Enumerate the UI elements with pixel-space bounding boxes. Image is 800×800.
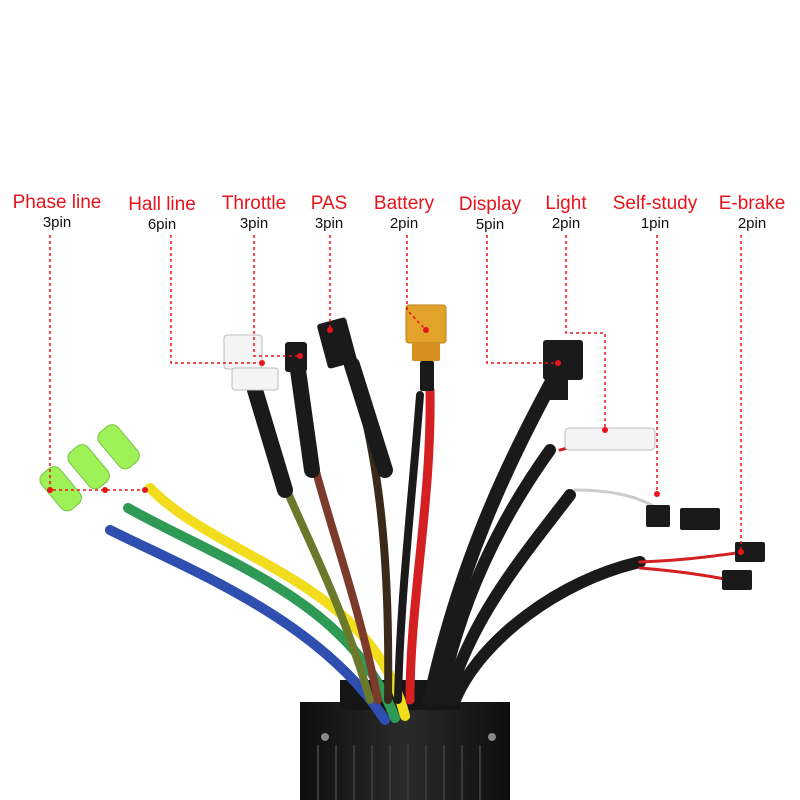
connectors bbox=[223, 304, 765, 590]
label-display: Display 5pin bbox=[459, 194, 521, 234]
leader-dots bbox=[47, 327, 744, 555]
label-pins: 3pin bbox=[314, 215, 344, 232]
label-pins: 2pin bbox=[389, 215, 419, 232]
label-name: Light bbox=[545, 193, 587, 214]
label-pins: 6pin bbox=[147, 216, 177, 233]
leader-display bbox=[486, 235, 558, 364]
label-e-brake: E-brake 2pin bbox=[719, 193, 786, 233]
leader-lines bbox=[49, 235, 742, 552]
ebrake-connector bbox=[735, 542, 765, 562]
label-name: Hall line bbox=[128, 194, 196, 215]
label-name: Display bbox=[458, 194, 522, 215]
label-pins: 1pin bbox=[640, 215, 670, 232]
label-name: Battery bbox=[373, 193, 435, 214]
controller-body bbox=[300, 680, 510, 800]
throttle-connector bbox=[285, 342, 307, 372]
phase-wire-blue bbox=[105, 525, 390, 725]
label-battery: Battery 2pin bbox=[374, 193, 434, 233]
label-name: Phase line bbox=[12, 192, 102, 213]
label-pins: 3pin bbox=[239, 215, 269, 232]
label-name: PAS bbox=[310, 193, 348, 214]
ebrake-cable bbox=[449, 556, 646, 706]
light-cable bbox=[434, 444, 556, 706]
light-connector bbox=[564, 427, 656, 451]
phase-connectors bbox=[39, 424, 140, 512]
display-connector bbox=[543, 340, 583, 380]
label-self-study: Self-study 1pin bbox=[613, 193, 697, 233]
label-hall-line: Hall line 6pin bbox=[128, 194, 196, 234]
label-throttle: Throttle 3pin bbox=[222, 193, 286, 233]
leader-light bbox=[565, 235, 606, 430]
label-name: E-brake bbox=[718, 193, 786, 214]
pas-connector bbox=[317, 317, 357, 369]
signal-cables bbox=[247, 357, 435, 705]
throttle-cable-sheath bbox=[290, 362, 320, 478]
hall-connector bbox=[223, 334, 263, 370]
battery-cable-black bbox=[394, 391, 424, 704]
display-cable bbox=[423, 378, 557, 707]
right-cables bbox=[423, 378, 747, 707]
label-pins: 5pin bbox=[475, 216, 505, 233]
leader-battery bbox=[406, 235, 427, 331]
battery-cable-red bbox=[405, 385, 435, 705]
pas-cable-sheath bbox=[344, 357, 393, 478]
leader-hall-line bbox=[170, 235, 262, 364]
leader-throttle bbox=[253, 235, 300, 357]
self-study-connector bbox=[646, 505, 670, 527]
label-light: Light 2pin bbox=[545, 193, 586, 233]
self-study-cable bbox=[442, 489, 576, 706]
label-phase-line: Phase line 3pin bbox=[13, 192, 102, 232]
label-name: Self-study bbox=[612, 193, 698, 214]
label-pins: 3pin bbox=[42, 214, 72, 231]
label-name: Throttle bbox=[221, 193, 287, 214]
label-pas: PAS 3pin bbox=[311, 193, 348, 233]
hall-cable-sheath bbox=[247, 382, 293, 498]
label-pins: 2pin bbox=[551, 215, 581, 232]
phase-wires bbox=[105, 483, 410, 725]
label-pins: 2pin bbox=[737, 215, 767, 232]
battery-connector bbox=[405, 304, 447, 344]
